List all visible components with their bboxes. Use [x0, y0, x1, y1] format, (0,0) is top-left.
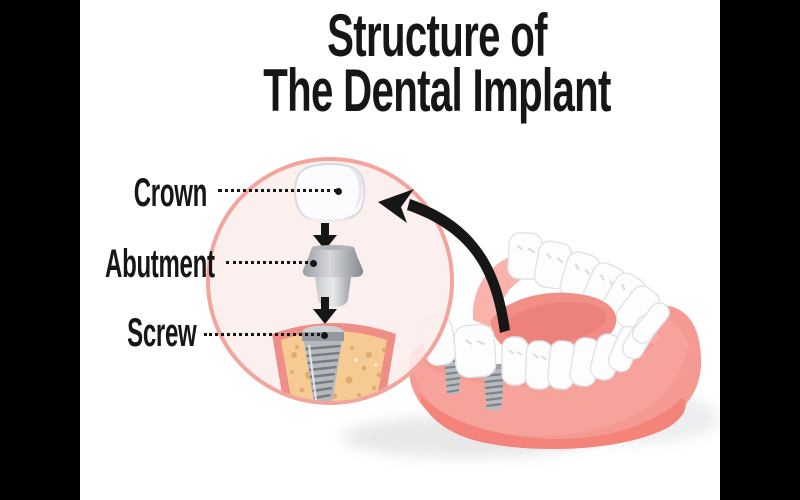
crown-leader-dot: [335, 188, 342, 195]
jaw-bottom-band: [419, 393, 686, 450]
gum-margin: [411, 329, 687, 436]
back-teeth-row: [507, 232, 661, 333]
screw-leader-dot: [321, 332, 328, 339]
crown-leader-line: [218, 189, 338, 192]
title-line-1: Structure of: [327, 2, 547, 69]
arrow-down-icon: [313, 297, 337, 324]
crown-label: Crown: [133, 171, 207, 215]
abutment-label: Abutment: [105, 242, 215, 286]
screw-leader-line: [204, 333, 325, 336]
crown-illustration: [294, 163, 366, 223]
magnifier-circle: [206, 157, 454, 405]
jaw-illustration: [408, 232, 702, 450]
letterbox-right: [720, 0, 800, 500]
front-teeth-row: [421, 302, 670, 390]
abutment-leader-line: [226, 261, 314, 264]
illustration-canvas: Structure of The Dental Implant: [80, 0, 720, 500]
abutment-leader-dot: [310, 260, 317, 267]
screw-label: Screw: [126, 311, 197, 355]
page-title: Structure of The Dental Implant: [178, 2, 697, 124]
title-line-2: The Dental Implant: [263, 57, 611, 124]
arrow-down-icon: [313, 223, 337, 250]
curved-arrow-icon: [378, 189, 510, 333]
letterbox-left: [0, 0, 80, 500]
